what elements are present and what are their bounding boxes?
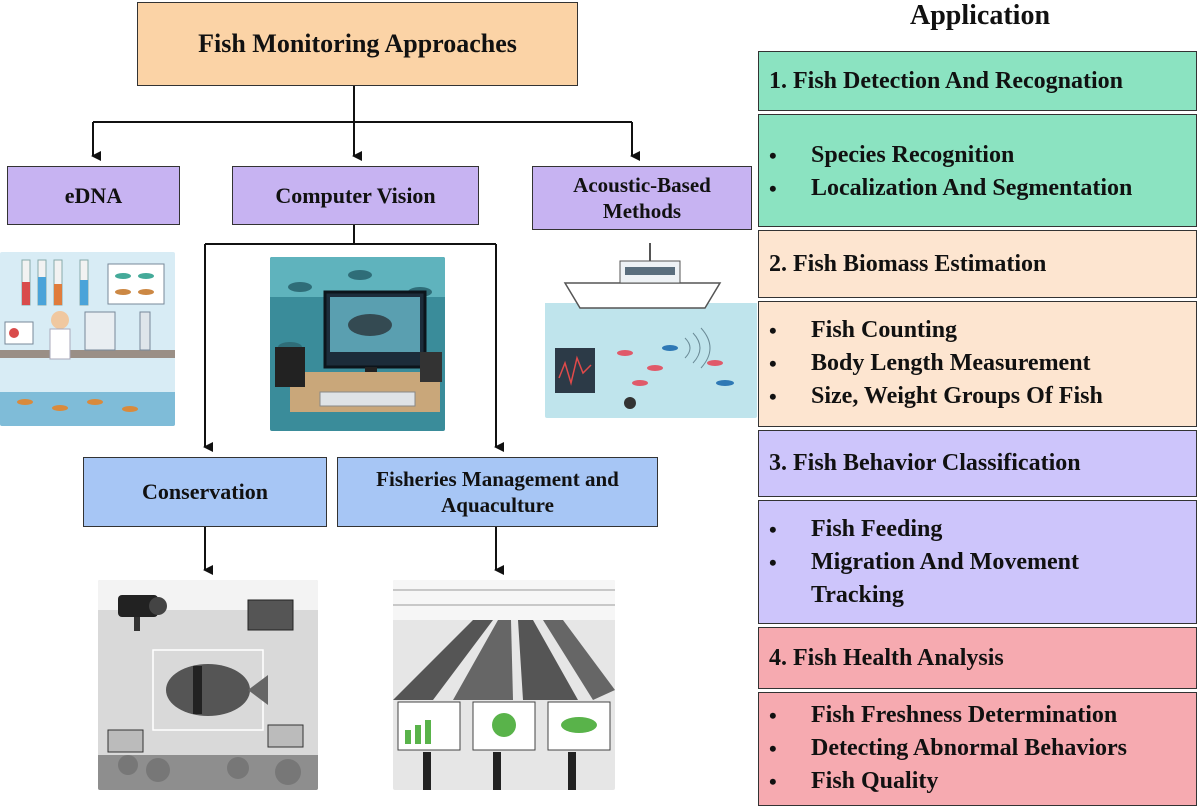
underwater-computer-illustration — [270, 257, 445, 431]
app-section-3-heading-text: 3. Fish Behavior Classification — [769, 450, 1081, 476]
list-item: Fish Freshness Determination — [759, 699, 1196, 732]
application-title: Application — [909, 0, 1051, 31]
app-section-4-items: Fish Freshness Determination Detecting A… — [758, 692, 1197, 806]
sonar-boat-illustration — [545, 243, 757, 418]
root-node: Fish Monitoring Approaches — [137, 2, 578, 86]
aquaculture-facility-illustration — [393, 580, 615, 790]
list-item: Species Recognition — [759, 139, 1196, 172]
app-section-1-heading: 1. Fish Detection And Recognation — [758, 51, 1197, 111]
method-computer-vision: Computer Vision — [232, 166, 479, 225]
root-label: Fish Monitoring Approaches — [198, 28, 517, 58]
lab-scientist-illustration — [0, 252, 175, 426]
list-item: Detecting Abnormal Behaviors — [759, 732, 1196, 765]
camera-fish-monitoring-illustration — [98, 580, 318, 790]
use-fisheries-label: Fisheries Management and Aquaculture — [376, 466, 619, 517]
list-item: Size, Weight Groups Of Fish — [759, 380, 1196, 413]
app-section-1-items: Species Recognition Localization And Seg… — [758, 114, 1197, 227]
method-cv-label: Computer Vision — [275, 182, 436, 208]
list-item: Fish Feeding — [759, 513, 1196, 546]
app-section-3-items: Fish Feeding Migration And Movement Trac… — [758, 500, 1197, 624]
app-section-3-heading: 3. Fish Behavior Classification — [758, 430, 1197, 497]
method-acoustic: Acoustic-Based Methods — [532, 166, 752, 230]
app-section-2-heading-text: 2. Fish Biomass Estimation — [769, 250, 1047, 277]
list-item: Migration And Movement Tracking — [759, 546, 1196, 612]
method-acoustic-label: Acoustic-Based Methods — [573, 172, 711, 223]
list-item: Localization And Segmentation — [759, 172, 1196, 205]
app-section-2-items: Fish Counting Body Length Measurement Si… — [758, 301, 1197, 427]
app-section-4-heading: 4. Fish Health Analysis — [758, 627, 1197, 689]
method-edna-label: eDNA — [64, 182, 123, 208]
use-fisheries: Fisheries Management and Aquaculture — [337, 457, 658, 527]
app-section-4-heading-text: 4. Fish Health Analysis — [769, 644, 1004, 671]
list-item: Body Length Measurement — [759, 347, 1196, 380]
method-edna: eDNA — [7, 166, 180, 225]
list-item: Fish Quality — [759, 765, 1196, 798]
list-item: Fish Counting — [759, 314, 1196, 347]
use-conservation-label: Conservation — [142, 479, 268, 505]
app-section-1-heading-text: 1. Fish Detection And Recognation — [769, 67, 1123, 94]
use-conservation: Conservation — [83, 457, 327, 527]
app-section-2-heading: 2. Fish Biomass Estimation — [758, 230, 1197, 298]
